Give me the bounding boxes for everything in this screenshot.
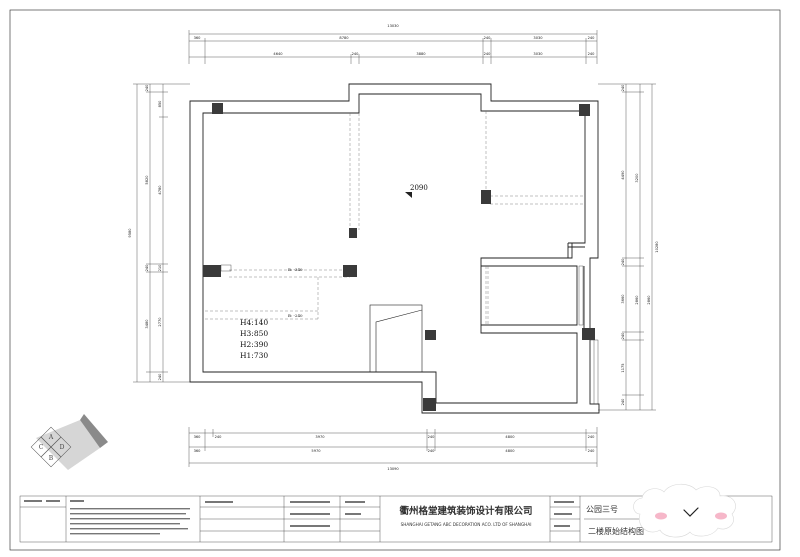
column	[423, 398, 436, 411]
dim-top-r2-d: 240	[484, 52, 492, 56]
dim-top-total: 13030	[387, 24, 399, 28]
dim-bot-r1-d: 240	[428, 435, 436, 439]
beam-label-1: B: -340	[288, 267, 303, 272]
drawing-title: 二楼原始结构图	[588, 526, 644, 536]
dim-right-total: 10280	[655, 241, 659, 253]
height-label-h2: H2:390	[240, 340, 268, 349]
dim-right-o3: 240	[621, 258, 625, 266]
dim-left-o2: 5820	[145, 175, 149, 185]
dim-left-o3: 240	[145, 264, 149, 272]
dim-left-i1: 850	[158, 100, 162, 108]
height-label-h3: H3:850	[240, 329, 268, 338]
bottom-dimensions	[188, 427, 598, 467]
dim-bot-r1-b: 240	[215, 435, 223, 439]
top-dimensions	[188, 30, 598, 64]
dim-left-i4: 2770	[158, 317, 162, 327]
column	[343, 265, 357, 277]
dim-left-o1: 240	[145, 84, 149, 92]
height-label-h4: H4:140	[240, 318, 268, 327]
height-label-h1: H1:730	[240, 351, 268, 360]
dim-top-r1-e: 240	[588, 36, 596, 40]
dim-left-i5: 240	[158, 373, 162, 381]
dim-right-o6: 1175	[621, 363, 625, 372]
dim-bot-r1-e: 4800	[505, 435, 515, 439]
column	[425, 330, 436, 340]
dim-top-r1-d: 3030	[533, 36, 543, 40]
right-dimensions	[598, 83, 656, 411]
dim-right-o5: 240	[621, 332, 625, 340]
dim-bot-r2-d: 4800	[505, 449, 515, 453]
window-frames	[220, 264, 599, 405]
dim-bot-total: 13090	[387, 467, 399, 471]
dim-top-r2-e: 3030	[533, 52, 543, 56]
dim-top-r1-c: 240	[484, 36, 492, 40]
logo-letter-b: B	[49, 455, 54, 462]
left-dimensions	[133, 83, 190, 383]
title-block-fine-text	[24, 500, 574, 535]
elevation-marker	[405, 192, 412, 198]
beam-lines	[205, 111, 585, 325]
company-name-en: SHANGHAI GETANG ABC DECORATION ACO. LTD …	[401, 522, 532, 527]
logo-letter-c: C	[39, 444, 44, 451]
dim-bot-r2-e: 240	[588, 449, 596, 453]
abcd-logo: A B C D	[30, 414, 108, 470]
title-block	[19, 495, 773, 543]
dim-top-r2-c: 3880	[416, 52, 426, 56]
dim-right-i1: 3200	[635, 173, 639, 183]
project-name: 公园三号	[586, 505, 618, 514]
exterior-walls	[189, 83, 600, 414]
logo-letter-a: A	[48, 434, 54, 441]
beam-label-2: B: -240	[288, 313, 303, 318]
logo-letter-d: D	[60, 444, 65, 451]
dim-right-o7: 240	[621, 398, 625, 406]
dim-right-i2: 2860	[635, 295, 639, 305]
column	[349, 228, 357, 238]
dim-top-r2-b: 240	[352, 52, 360, 56]
column	[212, 103, 223, 114]
dim-right-o1: 240	[621, 84, 625, 92]
stair-opening	[369, 304, 423, 373]
dim-right-o2: 4490	[621, 170, 625, 180]
dim-left-i2: 4780	[158, 185, 162, 195]
dim-top-r1-a: 360	[194, 36, 202, 40]
dim-bot-r1-c: 3970	[315, 435, 325, 439]
sheet-border	[9, 9, 781, 551]
dim-left-i3: 210	[158, 264, 162, 272]
column	[203, 265, 221, 277]
dim-bot-r1-a: 360	[194, 435, 202, 439]
column	[481, 190, 491, 204]
column	[579, 104, 590, 116]
columns	[203, 103, 595, 411]
dim-top-r2-f: 240	[588, 52, 596, 56]
elevation-label: 2090	[410, 184, 428, 192]
dim-left-total: 9580	[128, 228, 132, 238]
dim-left-o4: 3480	[145, 319, 149, 329]
dim-right-o4: 3660	[621, 294, 625, 304]
dim-bot-r2-a: 360	[194, 449, 202, 453]
dim-bot-r1-f: 240	[588, 435, 596, 439]
column	[582, 328, 595, 340]
company-name-cn: 衢州格堂建筑装饰设计有限公司	[399, 505, 532, 517]
dim-right-i3: 2860	[647, 295, 651, 305]
dim-bot-r2-c: 240	[428, 449, 436, 453]
dim-bot-r2-b: 5970	[311, 449, 321, 453]
dim-top-r1-b: 8780	[339, 36, 349, 40]
cloud-face-sticker	[633, 483, 736, 538]
dim-top-r2-a: 4640	[273, 52, 283, 56]
